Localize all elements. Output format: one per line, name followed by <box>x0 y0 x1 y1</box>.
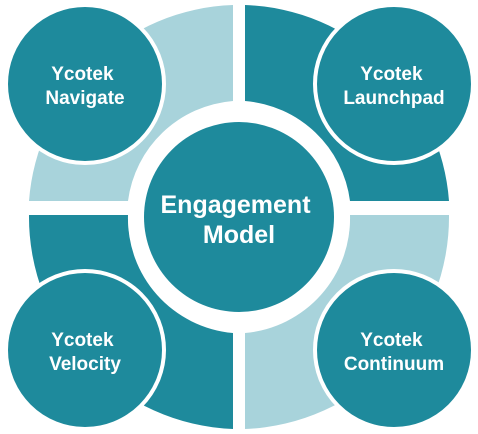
node-top-right-label: Ycotek Launchpad <box>343 64 444 109</box>
node-top-right-line2: Launchpad <box>343 88 444 109</box>
node-bottom-right-line1: Ycotek <box>360 330 423 351</box>
node-bottom-right-label: Ycotek Continuum <box>344 330 444 375</box>
node-bottom-left-label: Ycotek Velocity <box>49 330 121 375</box>
center-label-line2: Model <box>203 221 275 249</box>
node-top-right-circle <box>313 3 475 165</box>
node-bottom-left-circle <box>4 269 166 431</box>
node-bottom-left-line2: Velocity <box>49 354 121 375</box>
node-top-left-label: Ycotek Navigate <box>45 64 124 109</box>
node-top-left-line2: Navigate <box>45 88 124 109</box>
node-top-left-circle <box>4 3 166 165</box>
center-circle <box>144 122 334 312</box>
node-top-left-line1: Ycotek <box>51 64 114 85</box>
node-top-right-line1: Ycotek <box>360 64 423 85</box>
center-label-line1: Engagement <box>161 191 312 219</box>
node-bottom-right-line2: Continuum <box>344 354 444 375</box>
center-label: Engagement Model <box>161 191 318 249</box>
node-bottom-left-line1: Ycotek <box>51 330 114 351</box>
node-bottom-right-circle <box>313 269 475 431</box>
